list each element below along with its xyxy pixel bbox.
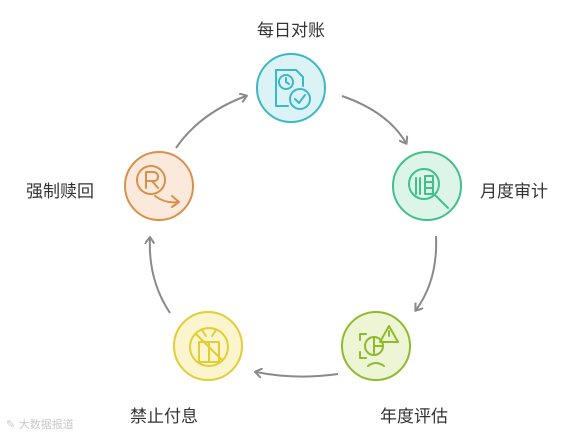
node-daily	[256, 53, 326, 123]
watermark: ✎ 大数据报道	[6, 416, 74, 432]
label-monthly: 月度审计	[480, 182, 548, 202]
watermark-logo-icon: ✎	[6, 418, 16, 431]
label-ban: 禁止付息	[130, 407, 198, 427]
node-monthly	[392, 151, 462, 221]
redeem-coin-arrow-icon	[136, 165, 180, 208]
label-annual: 年度评估	[380, 407, 448, 427]
arrow-annual-to-ban	[256, 372, 339, 377]
arrow-monthly-to-annual	[416, 235, 438, 310]
watermark-text: 大数据报道	[18, 418, 74, 431]
label-redeem: 强制赎回	[26, 182, 94, 202]
node-ban	[173, 311, 243, 381]
label-daily: 每日对账	[257, 21, 325, 41]
arrow-ban-to-redeem	[150, 238, 171, 314]
arrow-daily-to-monthly	[341, 95, 406, 143]
arrow-redeem-to-daily	[175, 96, 246, 149]
document-clock-check-icon	[275, 69, 311, 110]
node-redeem	[124, 151, 194, 221]
magnifier-document-icon	[408, 168, 449, 209]
forbidden-payment-icon	[189, 327, 229, 367]
warning-chart-face-icon	[359, 325, 399, 367]
node-annual	[341, 311, 411, 381]
